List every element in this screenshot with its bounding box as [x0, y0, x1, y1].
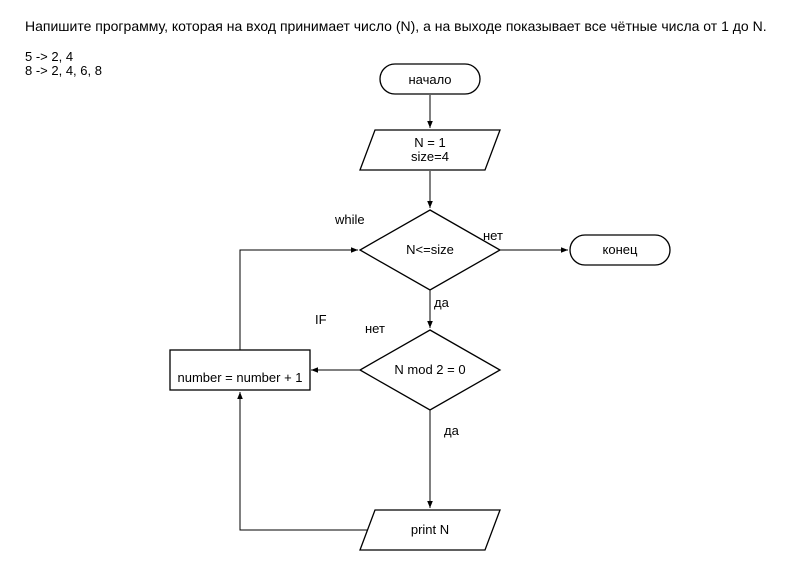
end-label: конец [603, 242, 638, 257]
example-1: 5 -> 2, 4 [25, 49, 74, 64]
if-no-label: нет [365, 321, 385, 336]
if-label: IF [315, 312, 327, 327]
start-node: начало [379, 63, 481, 95]
loop-condition: N<=size [406, 242, 454, 257]
init-line-1: N = 1 [414, 135, 445, 150]
task-statement: Напишите программу, которая на вход прин… [25, 18, 767, 34]
if-condition: N mod 2 = 0 [394, 362, 465, 377]
increment-label: number = number + 1 [177, 370, 302, 385]
if-decision: N mod 2 = 0 [358, 329, 502, 411]
loop-decision: N<=size [358, 209, 502, 291]
start-label: начало [408, 72, 451, 87]
if-yes-label: да [444, 423, 460, 438]
while-label: while [334, 212, 365, 227]
example-2: 8 -> 2, 4, 6, 8 [25, 63, 102, 78]
edge-increment-loop [239, 247, 358, 350]
init-node: N = 1 size=4 [359, 129, 501, 171]
loop-yes-label: да [434, 295, 450, 310]
increment-node: number = number + 1 [169, 349, 311, 391]
init-line-2: size=4 [411, 149, 449, 164]
end-node: конец [569, 234, 671, 266]
edge-print-increment [237, 392, 372, 531]
print-label: print N [411, 522, 449, 537]
loop-no-label: нет [483, 228, 503, 243]
print-node: print N [359, 509, 501, 551]
examples: 5 -> 2, 4 8 -> 2, 4, 6, 8 [25, 50, 102, 78]
